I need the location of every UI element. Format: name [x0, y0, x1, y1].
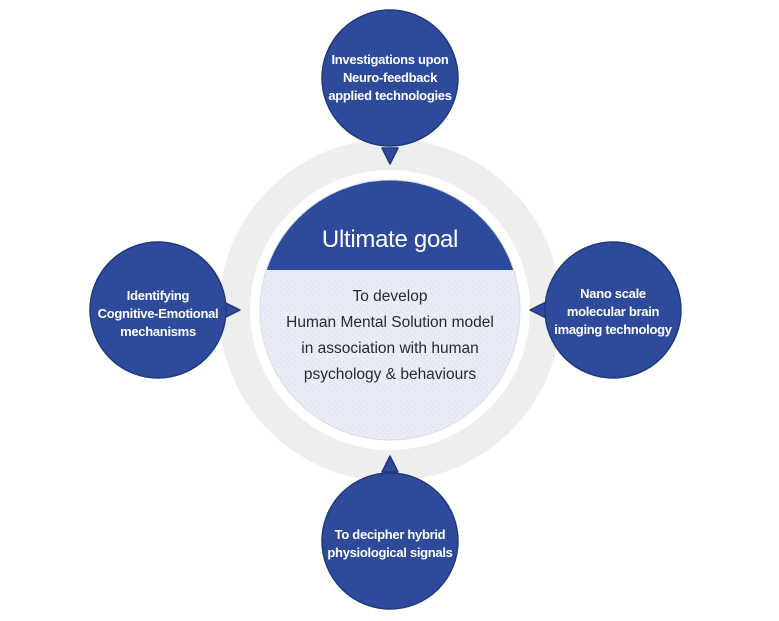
- center-description: To develop Human Mental Solution model i…: [270, 284, 510, 388]
- bubble-bottom-pointer: [381, 455, 399, 473]
- bubble-line: Identifying: [126, 288, 190, 303]
- bubble-line: Cognitive-Emotional: [97, 306, 219, 321]
- bubble-right: [529, 241, 682, 379]
- center-line: Human Mental Solution model: [286, 314, 494, 331]
- bubble-line: imaging technology: [554, 322, 672, 337]
- bubble-line: mechanisms: [120, 324, 196, 339]
- bubble-top: [321, 9, 459, 165]
- center-circle-outline: [259, 179, 521, 441]
- center-line: psychology & behaviours: [303, 366, 477, 383]
- bubble-line: applied technologies: [328, 88, 452, 103]
- center-line: To develop: [352, 288, 428, 305]
- bubble-line: Nano scale: [580, 286, 646, 301]
- bubble-line: physiological signals: [327, 545, 453, 560]
- bubble-left: [89, 241, 241, 379]
- bubble-line: Investigations upon: [331, 52, 449, 67]
- bubble-top-pointer: [381, 147, 399, 165]
- bubble-right-text: Nano scale molecular brain imaging techn…: [543, 285, 683, 339]
- bubble-bottom: [321, 455, 459, 610]
- center-title: Ultimate goal: [321, 226, 459, 253]
- bubble-bottom-text: To decipher hybrid physiological signals: [315, 526, 465, 562]
- center-line: in association with human: [301, 340, 479, 357]
- bubble-top-text: Investigations upon Neuro-feedback appli…: [310, 51, 470, 105]
- bubble-line: molecular brain: [566, 304, 660, 319]
- bubble-left-text: Identifying Cognitive-Emotional mechanis…: [88, 287, 228, 341]
- bubble-line: Neuro-feedback: [342, 70, 438, 85]
- bubble-line: To decipher hybrid: [334, 527, 446, 542]
